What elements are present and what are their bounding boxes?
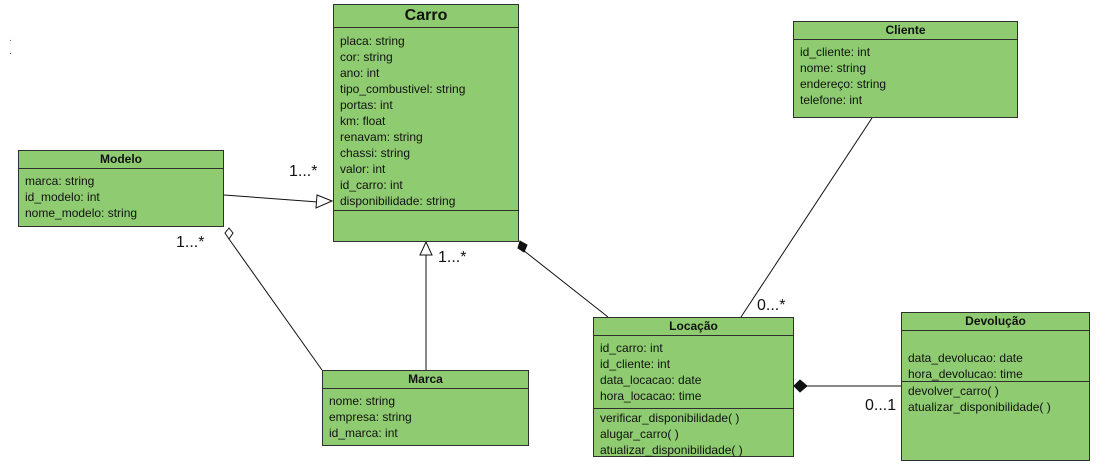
modelo-aggregation-diamond [224,227,234,240]
attribute: id_modelo: int [25,190,100,204]
class-carro-title: Carro [334,5,518,28]
operation: alugar_carro( ) [600,427,679,441]
operation: atualizar_disponibilidade( ) [600,443,743,457]
carro-locacao-composition [522,249,609,318]
class-locacao[interactable]: Locação id_carro: int id_cliente: int da… [593,317,794,457]
multiplicity-cliente-locacao: 0...* [757,297,786,314]
attribute: marca: string [25,174,95,188]
attribute: portas: int [340,98,393,112]
carro-composition-diamond [517,240,528,253]
class-carro-attributes: placa: string cor: string ano: int tipo_… [334,28,518,210]
attribute: id_cliente: int [800,45,871,59]
class-carro-operations [334,210,518,248]
modelo-carro-arrowhead [315,194,334,209]
attribute: nome: string [329,394,396,408]
locacao-composition-diamond [793,379,808,393]
attribute: renavam: string [340,130,423,144]
modelo-marca-aggregation [228,238,323,371]
attribute: tipo_combustivel: string [340,82,466,96]
attribute: hora_locacao: time [600,389,702,403]
class-marca-title: Marca [323,371,528,389]
operation: verificar_disponibilidade( ) [600,411,740,425]
multiplicity-locacao-devolucao: 0...1 [865,397,897,414]
multiplicity-marca-carro: 1...* [438,249,467,266]
class-devolucao-operations: devolver_carro( ) atualizar_disponibilid… [902,381,1089,418]
attribute: cor: string [340,50,393,64]
attribute: id_cliente: int [600,357,671,371]
attribute: empresa: string [329,410,412,424]
attribute: valor: int [340,162,386,176]
class-modelo-attributes: marca: string id_modelo: int nome_modelo… [19,169,223,224]
attribute: chassi: string [340,146,411,160]
operation: devolver_carro( ) [908,384,999,398]
attribute: disponibilidade: string [340,194,456,208]
class-modelo[interactable]: Modelo marca: string id_modelo: int nome… [18,150,224,227]
class-modelo-title: Modelo [19,151,223,169]
attribute: endereço: string [800,77,887,91]
attribute: telefone: int [800,93,863,107]
class-cliente-attributes: id_cliente: int nome: string endereço: s… [794,40,1017,111]
attribute: ano: int [340,66,380,80]
multiplicity-modelo-marca: 1...* [176,234,205,251]
operation: atualizar_disponibilidade( ) [908,400,1051,414]
class-marca-attributes: nome: string empresa: string id_marca: i… [323,389,528,444]
attribute: id_marca: int [329,426,398,440]
attribute: data_locacao: date [600,373,702,387]
class-locacao-title: Locação [594,318,793,336]
attribute: data_devolucao: date [908,351,1023,365]
stray-dot-1: . [9,33,12,44]
class-locacao-operations: verificar_disponibilidade( ) alugar_carr… [594,408,793,461]
attribute: id_carro: int [340,178,403,192]
attribute: hora_devolucao: time [908,367,1023,381]
class-locacao-attributes: id_carro: int id_cliente: int data_locac… [594,336,793,408]
class-devolucao-attributes: data_devolucao: date hora_devolucao: tim… [902,331,1089,381]
attribute: nome: string [800,61,867,75]
class-devolucao[interactable]: Devolução data_devolucao: date hora_devo… [901,312,1090,461]
class-cliente[interactable]: Cliente id_cliente: int nome: string end… [793,21,1018,118]
attribute: nome_modelo: string [25,206,138,220]
attribute: km: float [340,114,386,128]
multiplicity-modelo-carro: 1...* [289,163,318,180]
attribute: id_carro: int [600,341,663,355]
class-marca[interactable]: Marca nome: string empresa: string id_ma… [322,370,529,446]
class-devolucao-title: Devolução [902,313,1089,331]
class-carro[interactable]: Carro placa: string cor: string ano: int… [333,4,519,242]
class-cliente-title: Cliente [794,22,1017,40]
modelo-carro-association [223,194,319,203]
stray-dot-2: . [9,46,12,57]
cliente-locacao-association [740,117,873,318]
marca-carro-arrowhead [419,240,433,256]
attribute: placa: string [340,34,405,48]
